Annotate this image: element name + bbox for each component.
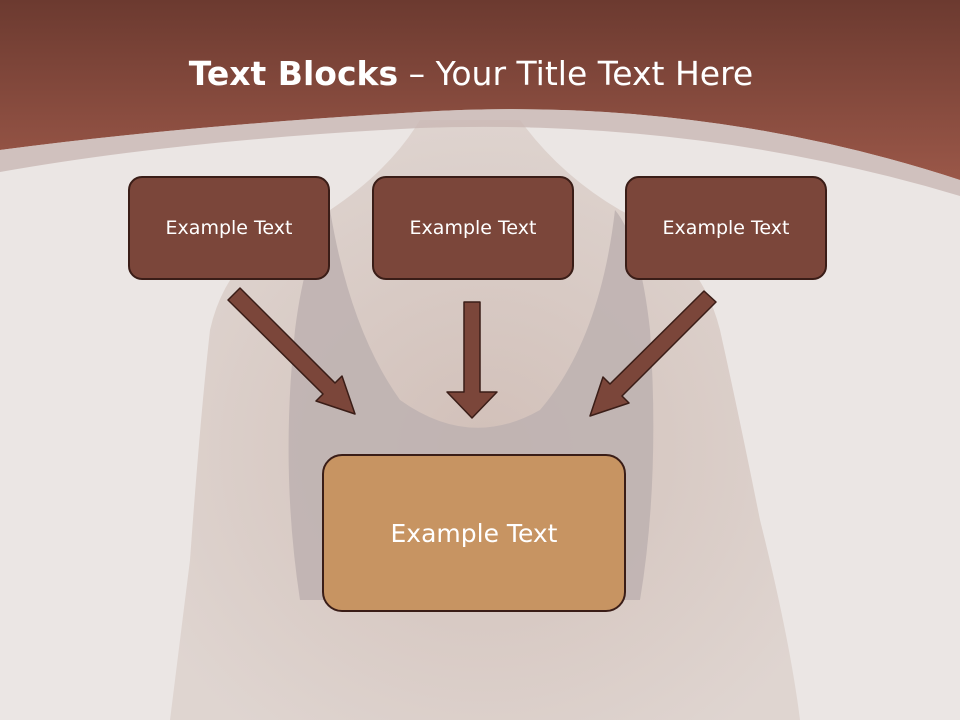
text-block-top-left-label: Example Text	[165, 217, 293, 239]
text-block-top-right-label: Example Text	[662, 217, 790, 239]
text-block-top-left[interactable]: Example Text	[128, 176, 330, 280]
text-block-top-center[interactable]: Example Text	[372, 176, 574, 280]
text-block-top-right[interactable]: Example Text	[625, 176, 827, 280]
text-block-top-center-label: Example Text	[409, 217, 537, 239]
title-dash: –	[408, 54, 426, 93]
text-block-bottom-label: Example Text	[390, 518, 558, 548]
title-rest: Your Title Text Here	[435, 54, 754, 93]
slide-title: Text Blocks – Your Title Text Here	[0, 54, 942, 93]
title-bold: Text Blocks	[188, 54, 399, 93]
header-band	[0, 0, 960, 180]
text-block-bottom[interactable]: Example Text	[322, 454, 626, 612]
header-curve-accent	[0, 109, 960, 196]
